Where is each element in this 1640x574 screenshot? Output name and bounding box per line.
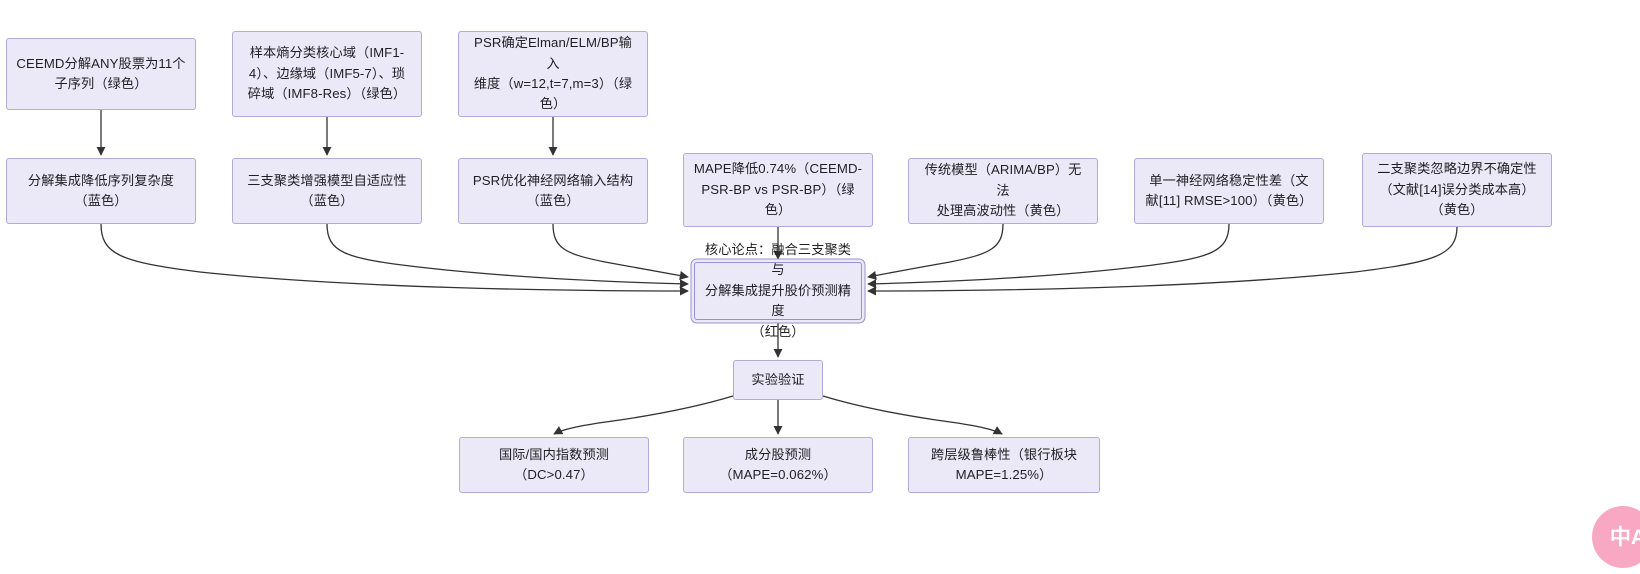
node-label: 跨层级鲁棒性（银行板块 MAPE=1.25%）	[930, 446, 1078, 482]
node-label: 成分股预测 （MAPE=0.062%）	[719, 446, 837, 482]
edge-verify-out1	[553, 395, 734, 435]
node-psr-input-dimension[interactable]: PSR确定Elman/ELM/BP输入 维度（w=12,t=7,m=3）（绿 色…	[458, 31, 648, 117]
edge-mid6-core	[867, 223, 1230, 289]
node-label: 国际/国内指数预测 （DC>0.47）	[498, 446, 610, 482]
node-label: 传统模型（ARIMA/BP）无法 处理高波动性（黄色）	[924, 162, 1082, 219]
node-ceemd-decomposition[interactable]: CEEMD分解ANY股票为11个 子序列（绿色）	[6, 38, 196, 110]
edge-mid7-core	[867, 226, 1458, 296]
node-label: PSR优化神经网络输入结构 （蓝色）	[472, 172, 634, 208]
node-two-way-clustering-limitation[interactable]: 二支聚类忽略边界不确定性 （文献[14]误分类成本高） （黄色）	[1362, 153, 1552, 227]
node-label: 样本熵分类核心域（IMF1- 4）、边缘域（IMF5-7）、琐 碎域（IMF8-…	[247, 45, 407, 102]
node-label: 三支聚类增强模型自适应性 （蓝色）	[247, 172, 407, 208]
edge-mid1-core	[100, 223, 689, 296]
node-mape-reduction-result[interactable]: MAPE降低0.74%（CEEMD- PSR-BP vs PSR-BP）（绿 色…	[683, 153, 873, 227]
node-psr-optimizes-network-input[interactable]: PSR优化神经网络输入结构 （蓝色）	[458, 158, 648, 224]
node-label: 实验验证	[751, 371, 805, 387]
node-constituent-stock-outcome[interactable]: 成分股预测 （MAPE=0.062%）	[683, 437, 873, 493]
watermark-badge: 中A	[1592, 506, 1640, 568]
node-label: 单一神经网络稳定性差（文 献[11] RMSE>100）（黄色）	[1145, 172, 1313, 208]
node-label: CEEMD分解ANY股票为11个 子序列（绿色）	[16, 55, 186, 91]
node-decomposition-reduces-complexity[interactable]: 分解集成降低序列复杂度 （蓝色）	[6, 158, 196, 224]
node-index-forecast-outcome[interactable]: 国际/国内指数预测 （DC>0.47）	[459, 437, 649, 493]
node-experimental-validation[interactable]: 实验验证	[733, 360, 823, 400]
node-sample-entropy-classification[interactable]: 样本熵分类核心域（IMF1- 4）、边缘域（IMF5-7）、琐 碎域（IMF8-…	[232, 31, 422, 117]
node-label: PSR确定Elman/ELM/BP输入 维度（w=12,t=7,m=3）（绿 色…	[473, 35, 633, 112]
node-label: 核心论点：融合三支聚类与 分解集成提升股价预测精度 （红色）	[704, 241, 852, 339]
node-core-claim[interactable]: 核心论点：融合三支聚类与 分解集成提升股价预测精度 （红色）	[694, 242, 862, 339]
edge-mid2-core	[326, 223, 689, 289]
node-label: 二支聚类忽略边界不确定性 （文献[14]误分类成本高） （黄色）	[1377, 161, 1537, 218]
edge-mid5-core	[867, 223, 1004, 280]
node-single-network-instability[interactable]: 单一神经网络稳定性差（文 献[11] RMSE>100）（黄色）	[1134, 158, 1324, 224]
node-cross-level-robustness-outcome[interactable]: 跨层级鲁棒性（银行板块 MAPE=1.25%）	[908, 437, 1100, 493]
edge-mid3-core	[552, 223, 689, 280]
node-three-way-clustering-adaptivity[interactable]: 三支聚类增强模型自适应性 （蓝色）	[232, 158, 422, 224]
node-label: 分解集成降低序列复杂度 （蓝色）	[27, 172, 175, 208]
node-label: MAPE降低0.74%（CEEMD- PSR-BP vs PSR-BP）（绿 色…	[693, 161, 863, 218]
edge-verify-out3	[822, 395, 1003, 435]
node-traditional-model-limitation[interactable]: 传统模型（ARIMA/BP）无法 处理高波动性（黄色）	[908, 158, 1098, 224]
watermark-label: 中A	[1609, 525, 1640, 549]
